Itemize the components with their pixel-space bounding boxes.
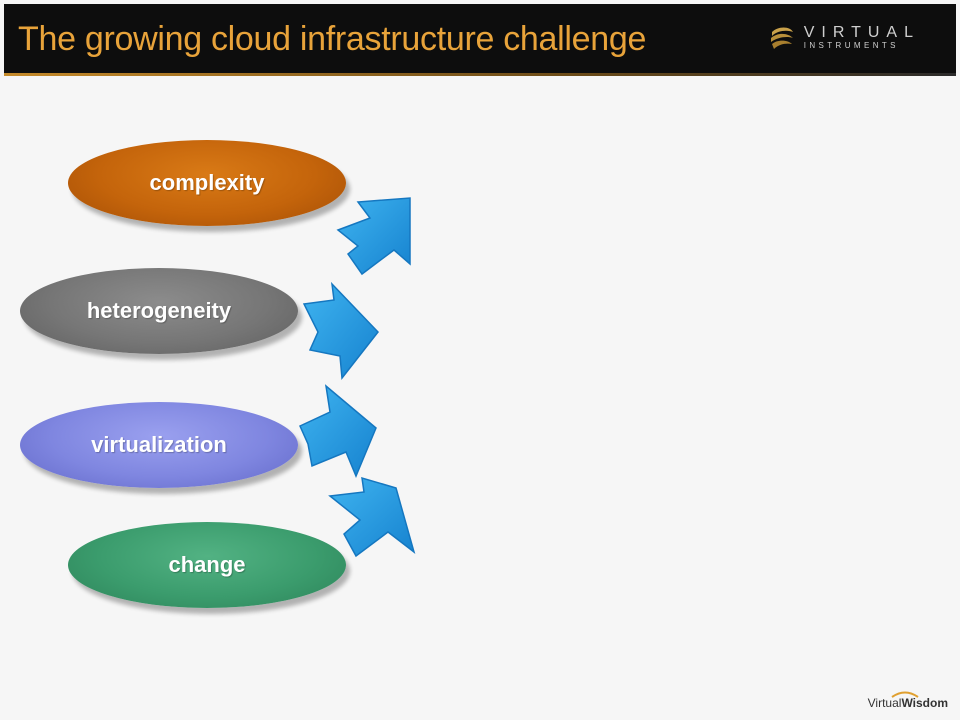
virtual-instruments-logo: VIRTUAL INSTRUMENTS	[768, 24, 920, 52]
factor-label: virtualization	[91, 432, 227, 457]
logo-wordmark-top: VIRTUAL	[803, 24, 920, 41]
factor-complexity: complexity	[68, 140, 346, 226]
virtualwisdom-logo: VirtualWisdom	[868, 696, 948, 710]
factor-label: change	[168, 552, 246, 577]
converging-arrow-icon	[336, 197, 411, 276]
header-bar: The growing cloud infrastructure challen…	[4, 4, 956, 76]
virtualwisdom-arc-icon	[891, 691, 919, 698]
virtual-instruments-swirl-icon	[770, 27, 793, 49]
converging-arrow-icon	[302, 281, 379, 380]
logo-wordmark-bottom: INSTRUMENTS	[803, 41, 899, 50]
footer-brand-part2: Wisdom	[901, 696, 948, 710]
footer-brand-part1: Virtual	[867, 696, 902, 710]
factor-heterogeneity: heterogeneity	[20, 268, 298, 354]
factor-change: change	[68, 522, 346, 608]
converging-arrow-icon	[299, 384, 377, 478]
converging-arrow-icon	[328, 476, 416, 558]
title-underline	[4, 73, 956, 76]
factor-virtualization: virtualization	[20, 402, 298, 488]
slide-title: The growing cloud infrastructure challen…	[18, 20, 647, 58]
factor-label: complexity	[149, 170, 265, 195]
factor-label: heterogeneity	[86, 298, 232, 323]
converging-arrows	[299, 197, 416, 558]
